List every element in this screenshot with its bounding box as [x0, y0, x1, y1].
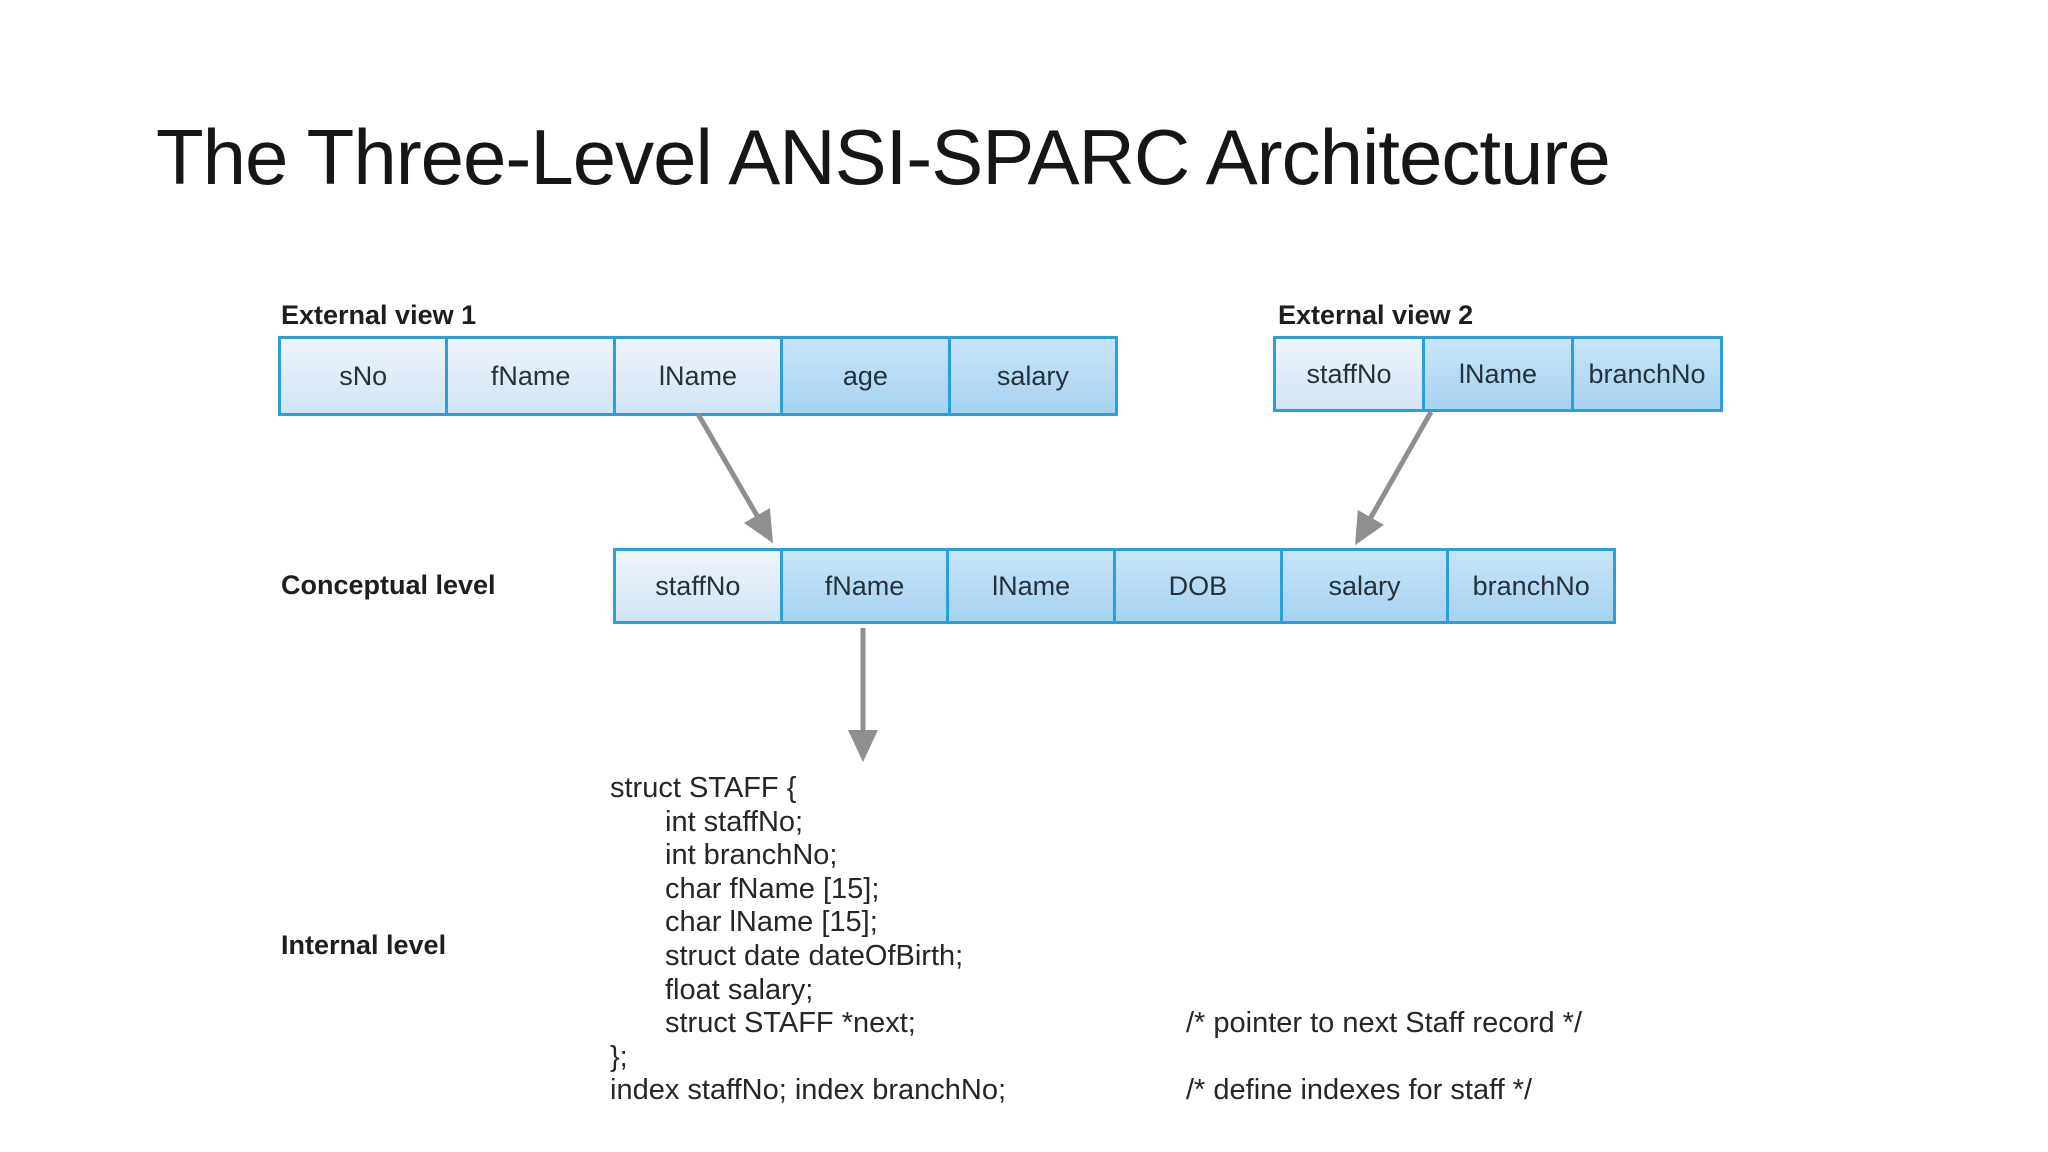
external-view-2-label: External view 2	[1278, 300, 1474, 330]
ev1-cell-salary: salary	[950, 339, 1116, 413]
code-line: char lName [15];	[610, 906, 1710, 940]
code-line: float salary;	[610, 974, 1710, 1008]
conceptual-level-table: staffNo fName lName DOB salary branchNo	[613, 548, 1616, 624]
code-text: int branchNo;	[665, 839, 838, 872]
code-text: char fName [15];	[665, 872, 880, 905]
ev1-cell-age: age	[783, 339, 951, 413]
arrow-ext2-to-conceptual	[1355, 410, 1434, 546]
code-text: };	[610, 1040, 628, 1073]
conceptual-level-label: Conceptual level	[281, 570, 496, 600]
con-cell-fName: fName	[782, 551, 950, 621]
code-comment: /* define indexes for staff */	[1186, 1074, 1533, 1107]
code-line: int branchNo;	[610, 839, 1710, 873]
con-cell-lName: lName	[949, 551, 1117, 621]
internal-level-label: Internal level	[281, 930, 447, 960]
ev2-cell-branchNo: branchNo	[1574, 339, 1720, 409]
external-view-1-label: External view 1	[281, 300, 477, 330]
external-view-1-table: sNo fName lName age salary	[278, 336, 1118, 416]
ev1-cell-fName: fName	[448, 339, 616, 413]
ev2-cell-lName: lName	[1425, 339, 1574, 409]
ev2-cell-staffNo: staffNo	[1276, 339, 1425, 409]
code-line: struct STAFF {	[610, 772, 1710, 806]
ev1-cell-lName: lName	[615, 339, 784, 413]
code-comment: /* pointer to next Staff record */	[1186, 1007, 1583, 1040]
code-text: index staffNo; index branchNo;	[610, 1074, 1007, 1107]
external-view-2-table: staffNo lName branchNo	[1273, 336, 1723, 412]
code-text: float salary;	[665, 973, 814, 1006]
con-cell-branchNo: branchNo	[1449, 551, 1614, 621]
con-cell-staffNo: staffNo	[616, 551, 783, 621]
arrow-ext1-to-conceptual	[695, 412, 774, 544]
code-text: int staffNo;	[665, 805, 804, 838]
code-line: struct STAFF *next; /* pointer to next S…	[610, 1007, 1710, 1041]
ev1-cell-sNo: sNo	[281, 339, 449, 413]
code-line: struct date dateOfBirth;	[610, 940, 1710, 974]
con-cell-salary: salary	[1282, 551, 1450, 621]
code-line: char fName [15];	[610, 873, 1710, 907]
page-title: The Three-Level ANSI-SPARC Architecture	[156, 113, 1611, 201]
code-text: struct STAFF *next;	[665, 1007, 916, 1040]
code-line: index staffNo; index branchNo; /* define…	[610, 1074, 1710, 1108]
code-line: };	[610, 1041, 1710, 1075]
code-line: int staffNo;	[610, 806, 1710, 840]
con-cell-DOB: DOB	[1116, 551, 1283, 621]
code-text: struct STAFF {	[610, 772, 797, 804]
code-text: char lName [15];	[665, 906, 878, 939]
code-text: struct date dateOfBirth;	[665, 939, 964, 972]
internal-level-code: struct STAFF { int staffNo; int branchNo…	[610, 772, 1710, 1108]
